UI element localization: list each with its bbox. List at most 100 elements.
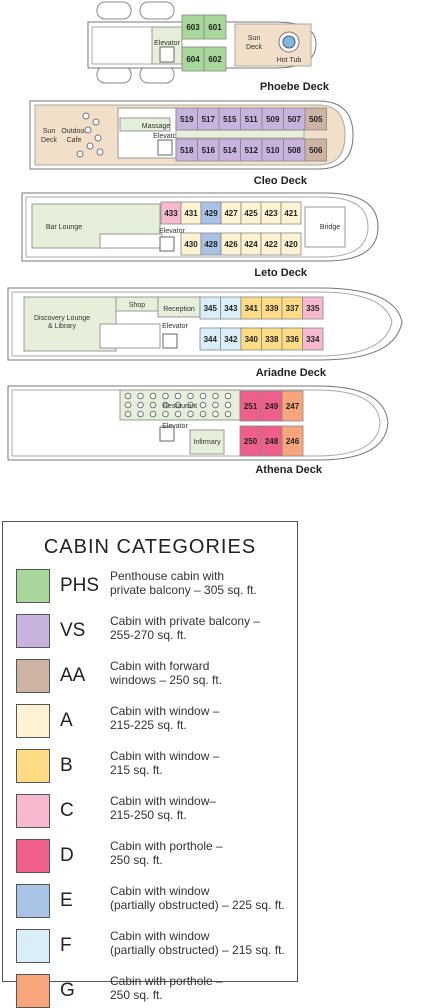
legend-item-f: F Cabin with window (partially obstructed… <box>16 929 296 963</box>
table-icon <box>174 401 182 409</box>
deck-name: Ariadne Deck <box>256 367 327 379</box>
cabin-number: 247 <box>286 402 300 411</box>
legend-code: A <box>60 710 73 731</box>
legend-description: Penthouse cabin with private balcony – 3… <box>110 569 257 597</box>
cabin-602[interactable] <box>203 46 227 72</box>
lifeboat <box>96 65 132 84</box>
legend-swatch <box>16 974 50 1008</box>
legend-swatch <box>16 929 50 963</box>
cabin-number: 516 <box>202 146 216 155</box>
table-icon <box>76 150 84 158</box>
cabin-number: 602 <box>208 55 222 64</box>
legend-code: E <box>60 890 73 911</box>
table-icon <box>92 118 100 126</box>
cabin-number: 251 <box>244 402 258 411</box>
deck-name: Athena Deck <box>255 464 323 476</box>
legend-description: Cabin with window – 215-225 sq. ft. <box>110 704 220 732</box>
cabin-number: 422 <box>264 240 278 249</box>
cabin-335[interactable] <box>302 296 324 320</box>
legend-swatch <box>16 614 50 648</box>
legend-description: Cabin with window (partially obstructed)… <box>110 884 285 912</box>
legend-code: D <box>60 845 74 866</box>
cabin-number: 343 <box>224 304 238 313</box>
table-icon <box>187 392 194 400</box>
cabin-number: 506 <box>309 146 323 155</box>
table-icon <box>212 410 219 418</box>
cabin-number: 517 <box>202 115 216 124</box>
cabin-506[interactable] <box>304 138 327 162</box>
legend-swatch <box>16 794 50 828</box>
cabin-334[interactable] <box>302 327 324 351</box>
legend-description: Cabin with window (partially obstructed)… <box>110 929 285 957</box>
label-deck: Deck <box>246 44 262 51</box>
table-icon <box>137 401 144 409</box>
cabin-number: 345 <box>204 304 218 313</box>
cabin-number: 511 <box>245 115 258 124</box>
leto-bridge <box>304 206 346 248</box>
table-icon <box>162 401 169 409</box>
elevator-icon <box>159 426 175 442</box>
label-elevator: Elevator <box>159 228 185 235</box>
cabin-420[interactable] <box>280 232 302 256</box>
table-icon <box>199 401 207 409</box>
cleo-deck: Sun Deck Outdoor Cafe Massage Elevator 5… <box>29 100 354 187</box>
cabin-247[interactable] <box>281 390 304 422</box>
legend-code: C <box>60 800 74 821</box>
cabin-number: 337 <box>286 304 300 313</box>
hot-tub-water-icon <box>282 35 296 49</box>
legend-code: F <box>60 935 72 956</box>
cabin-number: 423 <box>264 209 278 218</box>
label-library: & Library <box>48 323 77 330</box>
cleo-massage-room <box>119 117 171 132</box>
table-icon <box>137 410 144 418</box>
table-icon <box>124 410 132 418</box>
table-icon <box>212 401 219 409</box>
table-icon <box>162 410 169 418</box>
table-icon <box>174 410 182 418</box>
cleo-corridor <box>175 129 305 139</box>
phoebe-aft-area <box>91 26 153 65</box>
cabin-number: 335 <box>306 304 320 313</box>
legend-code: PHS <box>60 575 100 596</box>
cabin-601[interactable] <box>203 14 227 40</box>
cabin-246[interactable] <box>281 425 304 457</box>
table-icon <box>149 410 157 418</box>
legend-code: G <box>60 980 75 1001</box>
label-massage: Massage <box>142 123 171 130</box>
cabin-421[interactable] <box>280 201 302 225</box>
table-icon <box>224 392 232 400</box>
label-elevator: Elevator <box>154 40 180 47</box>
deck-name: Phoebe Deck <box>260 81 330 93</box>
table-icon <box>162 392 169 400</box>
leto-storage <box>99 233 163 249</box>
cabin-number: 509 <box>266 115 280 124</box>
cabin-number: 433 <box>164 209 178 218</box>
deck-name: Leto Deck <box>254 267 307 279</box>
legend-swatch <box>16 569 50 603</box>
cabin-number: 507 <box>288 115 302 124</box>
cabin-number: 604 <box>186 55 200 64</box>
label-bar-lounge: Bar Lounge <box>46 224 82 231</box>
label-elevator: Elevator <box>162 423 188 430</box>
table-icon <box>124 392 132 400</box>
label-shop: Shop <box>129 302 145 309</box>
cabin-number: 426 <box>224 240 238 249</box>
cabin-number: 515 <box>223 115 237 124</box>
cabin-505[interactable] <box>304 107 327 131</box>
cabin-number: 512 <box>245 146 259 155</box>
legend-swatch <box>16 839 50 873</box>
legend-code: AA <box>60 665 86 686</box>
elevator-icon <box>159 46 175 63</box>
deck-name: Cleo Deck <box>254 175 308 187</box>
label-outdoor: Outdoor <box>61 128 87 135</box>
label-elevator: Elevator <box>153 133 179 140</box>
lifeboat <box>139 65 175 84</box>
label-reception: Reception <box>163 306 195 313</box>
